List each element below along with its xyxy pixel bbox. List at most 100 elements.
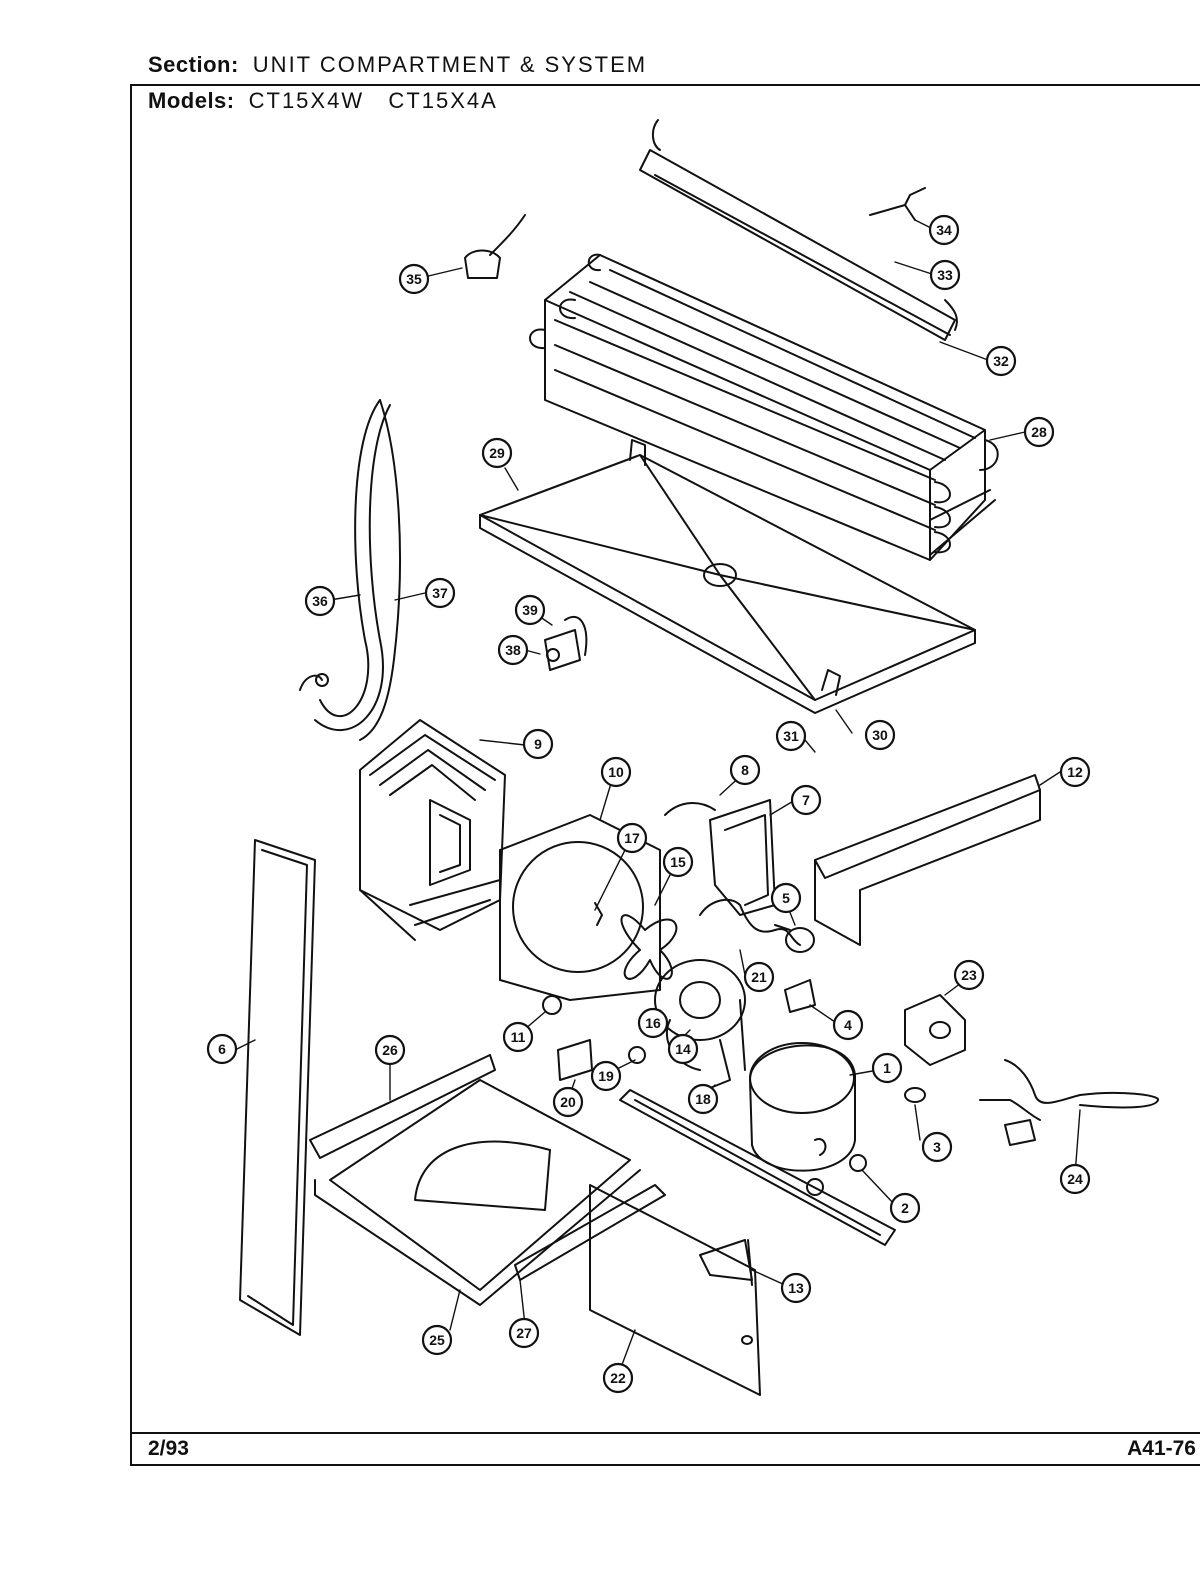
callout-number: 25 [429, 1332, 445, 1348]
callout-circle [871, 1052, 903, 1084]
callout-circle [497, 634, 529, 666]
callout-35: 35 [398, 263, 430, 295]
evaporator-top-rail [639, 119, 958, 341]
callout-circle [398, 263, 430, 295]
callout-number: 27 [516, 1325, 532, 1341]
condenser-fan-shroud [499, 814, 661, 1001]
callout-28: 28 [1023, 416, 1055, 448]
callout-1: 1 [871, 1052, 903, 1084]
callout-circle [662, 846, 694, 878]
callout-circle [514, 594, 546, 626]
callout-number: 38 [505, 642, 521, 658]
wire-harness [664, 802, 801, 946]
callout-number: 5 [782, 890, 790, 906]
compressor [749, 1042, 856, 1172]
callout-circle [590, 1060, 622, 1092]
callout-8: 8 [729, 754, 761, 786]
callout-circle [424, 577, 456, 609]
callout-25: 25 [421, 1324, 453, 1356]
callout-circle [929, 259, 961, 291]
callout-19: 19 [590, 1060, 622, 1092]
callout-number: 23 [961, 967, 977, 983]
defrost-timer [904, 994, 966, 1066]
callout-22: 22 [602, 1362, 634, 1394]
callout-16: 16 [637, 1007, 669, 1039]
callout-circle [1059, 1163, 1091, 1195]
callout-number: 18 [695, 1091, 711, 1107]
section-value: UNIT COMPARTMENT & SYSTEM [252, 52, 648, 77]
compressor-mounting-rail [619, 1089, 896, 1246]
callout-number: 14 [675, 1041, 691, 1057]
grommet [904, 1087, 926, 1103]
footer-date: 2/93 [148, 1437, 189, 1460]
drain-tubes [299, 399, 401, 741]
condenser [359, 719, 506, 941]
callout-number: 24 [1067, 1171, 1083, 1187]
callout-circle [1023, 416, 1055, 448]
motor-grommet [628, 1046, 646, 1064]
callout-circle [985, 345, 1017, 377]
callout-circle [1059, 756, 1091, 788]
rear-panel [814, 774, 1041, 946]
side-panel [239, 839, 316, 1336]
base-pan [309, 1054, 641, 1306]
callout-number: 15 [670, 854, 686, 870]
start-relay [784, 979, 816, 1013]
callout-12: 12 [1059, 756, 1091, 788]
callout-circle [304, 585, 336, 617]
callout-number: 16 [645, 1015, 661, 1031]
callout-number: 28 [1031, 424, 1047, 440]
callout-31: 31 [775, 720, 807, 752]
fan-blade [620, 914, 678, 980]
callout-number: 11 [511, 1029, 526, 1045]
callout-circle [481, 437, 513, 469]
section-label: Section: [148, 52, 239, 77]
callout-21: 21 [743, 961, 775, 993]
callout-circle [743, 961, 775, 993]
compressor-grommet [849, 1154, 867, 1172]
callout-number: 17 [624, 830, 640, 846]
callout-20: 20 [552, 1086, 584, 1118]
callout-38: 38 [497, 634, 529, 666]
damper-brackets [544, 615, 588, 671]
callout-number: 6 [218, 1041, 226, 1057]
callout-circle [600, 756, 632, 788]
models-value: CT15X4W CT15X4A [248, 88, 498, 113]
callout-circle [206, 1033, 238, 1065]
footer-divider [130, 1432, 1200, 1434]
callout-30: 30 [864, 719, 896, 751]
base-rail [514, 1184, 666, 1281]
callout-9: 9 [522, 728, 554, 760]
relay-cover [709, 799, 776, 916]
callout-group: 1234567891011121314151617181920212223242… [206, 214, 1091, 1394]
callout-11: 11 [502, 1021, 534, 1053]
callout-39: 39 [514, 594, 546, 626]
callout-number: 33 [937, 267, 953, 283]
callout-34: 34 [928, 214, 960, 246]
callout-23: 23 [953, 959, 985, 991]
models-heading: Models: CT15X4W CT15X4A [148, 88, 498, 114]
callout-number: 19 [598, 1068, 614, 1084]
models-label: Models: [148, 88, 235, 113]
callout-circle [770, 882, 802, 914]
footer-code: A41-76 [1127, 1437, 1196, 1460]
callout-circle [928, 214, 960, 246]
callout-18: 18 [687, 1083, 719, 1115]
leader-lines [234, 219, 1081, 1371]
compressor-grommet-2 [806, 1178, 824, 1196]
callout-15: 15 [662, 846, 694, 878]
callout-5: 5 [770, 882, 802, 914]
callout-27: 27 [508, 1317, 540, 1349]
callout-10: 10 [600, 756, 632, 788]
power-cord [979, 1059, 1160, 1146]
callout-13: 13 [780, 1272, 812, 1304]
callout-14: 14 [667, 1033, 699, 1065]
overload-protector [557, 1039, 593, 1081]
callout-circle [502, 1021, 534, 1053]
callout-36: 36 [304, 585, 336, 617]
callout-circle [953, 959, 985, 991]
callout-4: 4 [832, 1009, 864, 1041]
callout-number: 37 [432, 585, 448, 601]
callout-circle [864, 719, 896, 751]
